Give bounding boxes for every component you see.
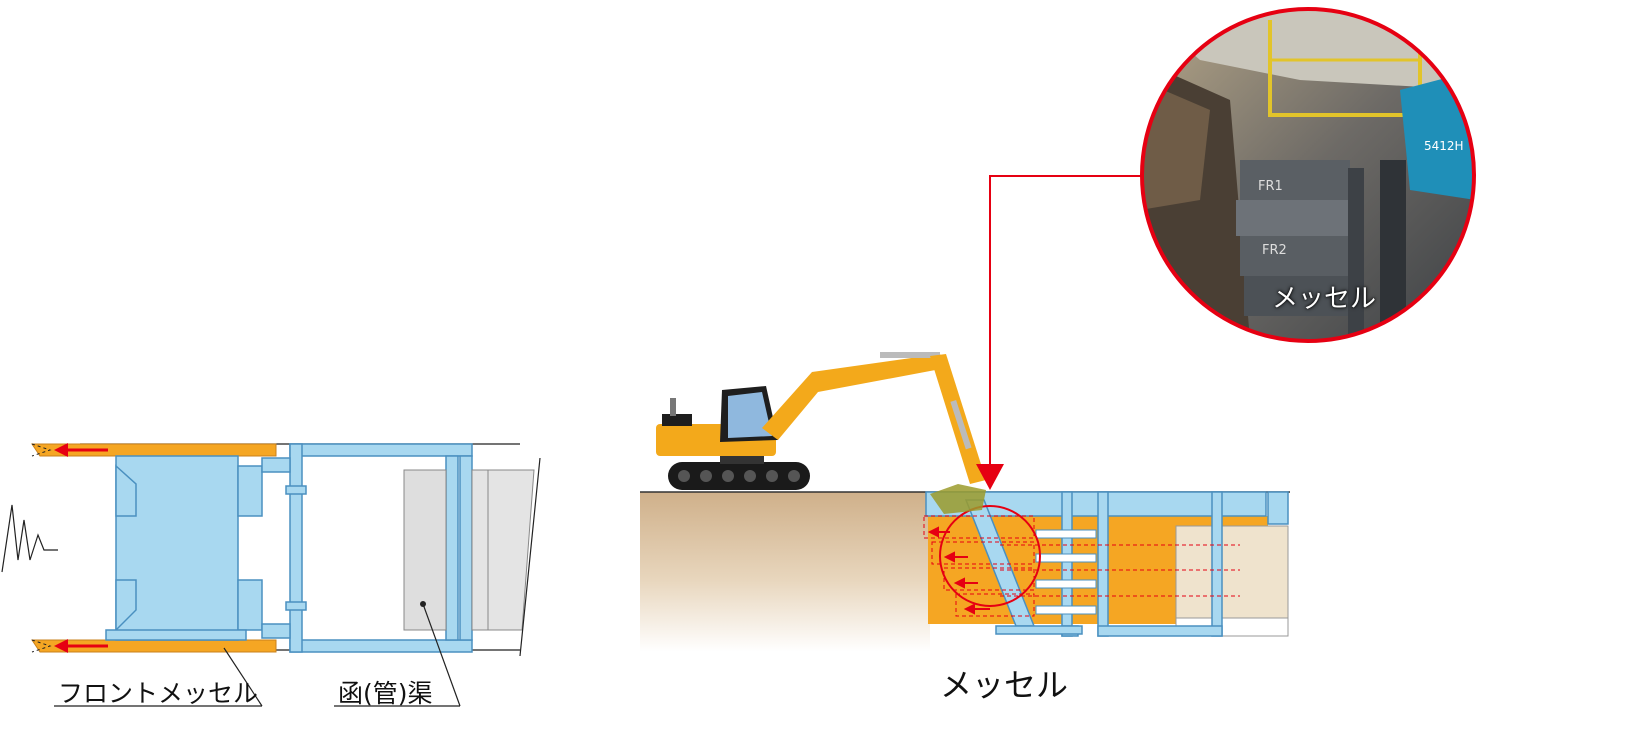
messel-plates-dashed (923, 515, 1240, 617)
photo-machine-code: 5412H (1424, 139, 1464, 153)
messel-highlight-circle (939, 505, 1041, 607)
front-messel-arrow-bottom (54, 639, 108, 653)
front-messel-bottom (31, 639, 277, 653)
front-messel-arrow-top (54, 443, 108, 457)
messel-arrows (927, 526, 990, 615)
left-section-diagram (1, 443, 541, 707)
soil-face-zigzag (1, 504, 58, 573)
culvert-leader (422, 603, 461, 707)
excavator (656, 352, 986, 514)
culvert-frame (261, 443, 473, 653)
front-messel-leader (223, 647, 263, 707)
photo-plate-label-2: FR2 (1262, 243, 1287, 258)
photo-pointer (976, 175, 1142, 490)
photo-plate-label-1: FR1 (1258, 179, 1283, 194)
front-shield-body (105, 455, 263, 641)
photo-messel-label: メッセル (1272, 284, 1377, 314)
front-messel-label: フロントメッセル (58, 679, 259, 708)
culvert-box (403, 457, 541, 657)
right-section-diagram (640, 175, 1290, 652)
soil-ground (640, 492, 930, 652)
front-messel-top (31, 443, 277, 457)
right-culvert-box (1175, 525, 1289, 619)
culvert-label: 函(管)渠 (338, 679, 433, 708)
photo-border (1140, 7, 1476, 343)
messel-label: メッセル (940, 666, 1069, 704)
right-culvert-frame (964, 491, 1223, 637)
